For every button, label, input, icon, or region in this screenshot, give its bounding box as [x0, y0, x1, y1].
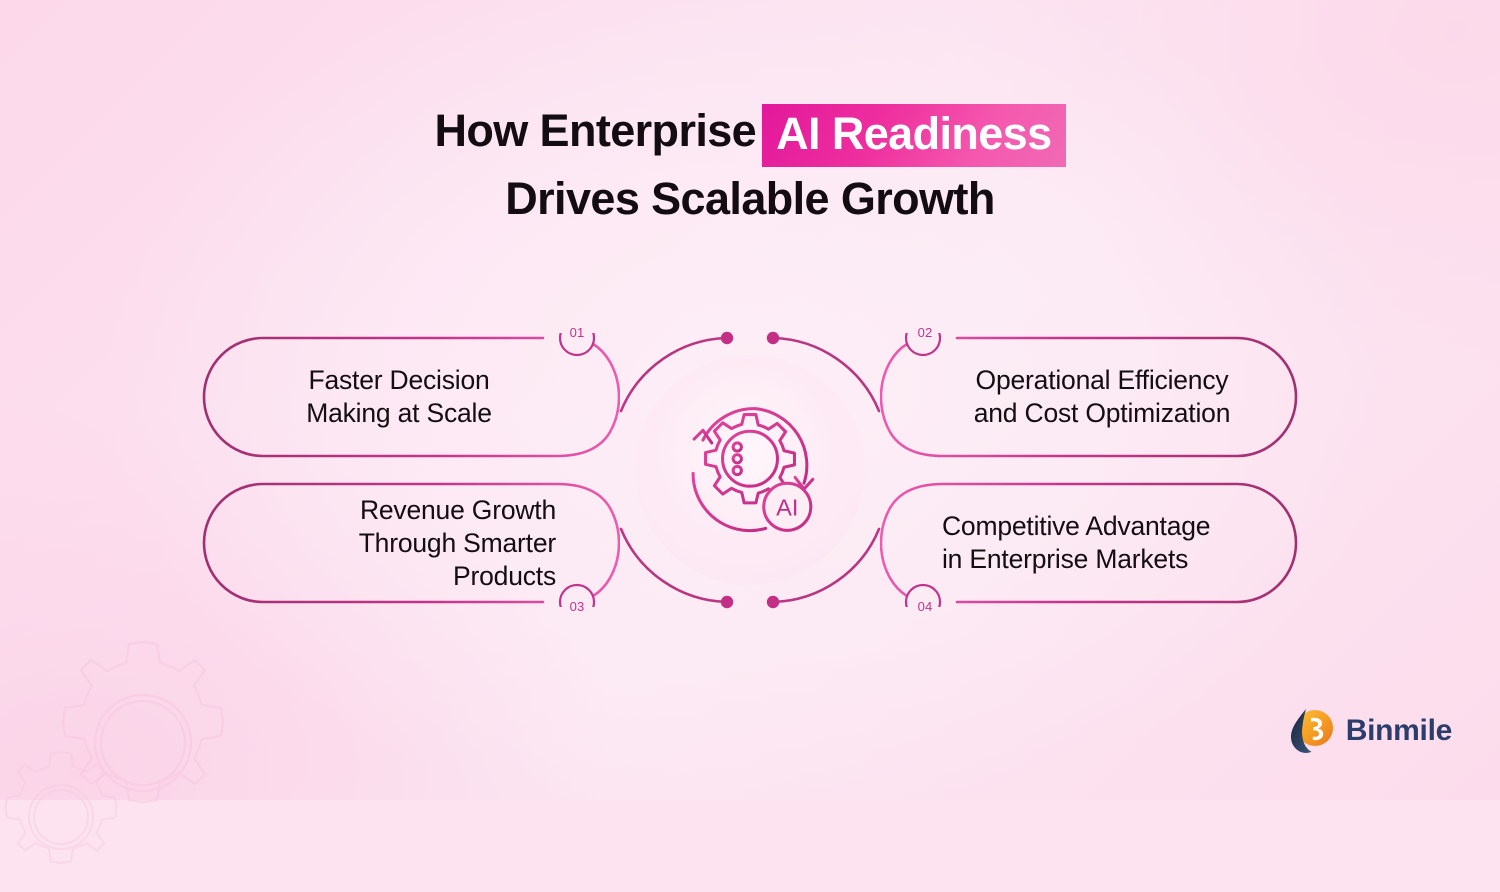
center-hub: AI [635, 355, 865, 585]
card-3-outline [202, 482, 620, 607]
card-2-outline [880, 333, 1298, 458]
card-4-outline [880, 482, 1298, 607]
benefit-card-1[interactable]: Faster Decision Making at Scale 01 [200, 325, 620, 461]
card-3-number: 03 [569, 599, 585, 614]
decorative-gear-watermark-small [4, 750, 118, 865]
card-2-number: 02 [917, 325, 933, 340]
card-3-label: Revenue Growth Through Smarter Products [358, 494, 557, 591]
card-1-number: 01 [569, 325, 585, 340]
card-2-label: Operational Efficiency and Cost Optimiza… [973, 365, 1231, 428]
card-4-number: 04 [917, 599, 933, 614]
card-3-badge-circle [558, 583, 596, 607]
brand-logo[interactable]: Binmile [1289, 706, 1452, 756]
binmile-logo-mark [1290, 709, 1333, 753]
benefit-card-3[interactable]: Revenue Growth Through Smarter Products … [200, 479, 620, 614]
card-1-badge-circle [558, 333, 596, 357]
title-highlight-badge: AI Readiness [762, 104, 1066, 167]
card-1-outline [202, 333, 620, 458]
card-4-badge-circle [904, 583, 942, 607]
ai-gear-icon: AI [691, 407, 815, 533]
title-prefix: How Enterprise [434, 105, 757, 156]
card-1-label: Faster Decision Making at Scale [306, 365, 492, 428]
title-line-2: Drives Scalable Growth [505, 173, 995, 224]
brand-name: Binmile [1345, 714, 1453, 747]
card-2-badge-circle [904, 333, 942, 357]
card-4-label: Competitive Advantage in Enterprise Mark… [942, 511, 1211, 574]
benefit-card-2[interactable]: Operational Efficiency and Cost Optimiza… [880, 325, 1300, 461]
benefit-card-4[interactable]: Competitive Advantage in Enterprise Mark… [880, 479, 1300, 614]
ai-badge-label: AI [776, 495, 798, 521]
